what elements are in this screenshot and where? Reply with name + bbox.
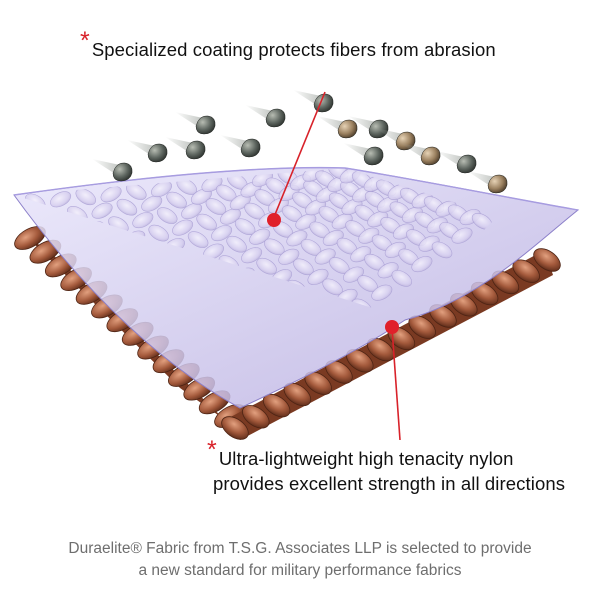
pebble <box>420 146 441 166</box>
asterisk-marker: * <box>80 27 90 55</box>
asterisk-marker: * <box>207 436 217 464</box>
weave-cell <box>116 198 138 216</box>
weave-cell <box>196 213 217 231</box>
weave-cell <box>451 227 473 244</box>
nylon-callout-line1: Ultra-lightweight high tenacity nylon <box>218 448 514 469</box>
nylon-coil <box>221 416 249 440</box>
pebble <box>112 162 133 182</box>
weave-cell <box>256 257 277 275</box>
weave-cell <box>241 247 263 264</box>
nylon-callout: *Ultra-lightweight high tenacity nylon p… <box>207 438 566 496</box>
coating-leader-line <box>273 91 326 218</box>
pebble <box>195 115 216 135</box>
weave-cell <box>278 248 300 265</box>
coating-marker-dot <box>267 213 281 227</box>
weave-cell <box>141 195 163 212</box>
pebble <box>265 108 286 128</box>
weave-cell <box>226 235 247 253</box>
weave-cell <box>91 202 113 219</box>
pebble <box>363 146 384 166</box>
weave-cell <box>132 212 154 229</box>
pebble <box>456 154 477 174</box>
weave-cell <box>166 191 187 209</box>
weave-cell <box>211 225 233 242</box>
weave-cell <box>391 270 413 287</box>
weave-cell <box>220 208 241 225</box>
weave-cell <box>148 224 169 242</box>
nylon-coil <box>242 405 270 429</box>
nylon-marker-dot <box>385 320 399 334</box>
weave-cell <box>249 228 271 245</box>
pebble <box>147 143 168 163</box>
pebble <box>185 140 206 160</box>
weave-cell <box>100 186 122 203</box>
coating-layer <box>13 166 580 409</box>
pebble <box>337 119 358 139</box>
weave-cell <box>75 188 97 206</box>
weave-cell <box>431 241 453 259</box>
weave-cell <box>307 268 329 285</box>
weave-cell <box>187 231 209 248</box>
weave-cell <box>181 203 203 220</box>
weave-cell <box>50 191 72 208</box>
caption-line1: Duraelite® Fabric from T.S.G. Associates… <box>68 540 532 557</box>
nylon-callout-line2: provides excellent strength in all direc… <box>213 473 566 494</box>
caption-line2: a new standard for military performance … <box>138 562 462 579</box>
weave-cell <box>371 284 393 301</box>
weave-cell <box>411 256 433 273</box>
caption: Duraelite® Fabric from T.S.G. Associates… <box>0 538 600 582</box>
weave-cell <box>156 207 178 224</box>
pebble <box>487 174 508 194</box>
coating-callout: *Specialized coating protects fibers fro… <box>80 29 496 62</box>
weave-cell <box>151 181 172 198</box>
coating-callout-text: Specialized coating protects fibers from… <box>91 39 496 60</box>
weave-cell <box>172 219 194 236</box>
nylon-coil <box>533 248 561 272</box>
nylon-fibers-right-edge <box>221 248 561 440</box>
nylon-leader-line <box>391 327 401 441</box>
pebble <box>240 138 261 158</box>
